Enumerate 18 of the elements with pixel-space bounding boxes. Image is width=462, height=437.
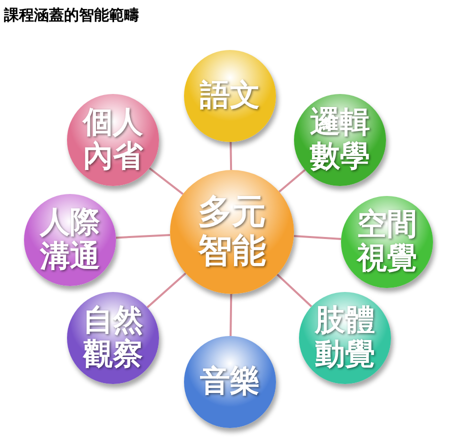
bubble-label: 個人內省: [82, 106, 144, 174]
connector-line: [148, 167, 184, 195]
bubble: [170, 170, 294, 294]
bubble-label: 語文: [198, 78, 261, 114]
bubble-label: 自然觀察: [82, 304, 144, 372]
connector-line: [230, 142, 232, 170]
bubble: [24, 194, 116, 286]
connector-line: [276, 274, 312, 308]
bubble-label: 多元智能: [196, 192, 267, 272]
connector-line: [294, 235, 342, 240]
bubble: [67, 292, 159, 384]
title: 課程涵蓋的智能範疇: [4, 6, 139, 25]
bubble-label: 音樂: [199, 364, 261, 400]
connector-line: [146, 272, 186, 308]
connector-line: [278, 169, 306, 193]
connector-line: [230, 294, 232, 336]
bubble-label: 人際溝通: [38, 206, 101, 274]
connector-line: [116, 234, 170, 239]
